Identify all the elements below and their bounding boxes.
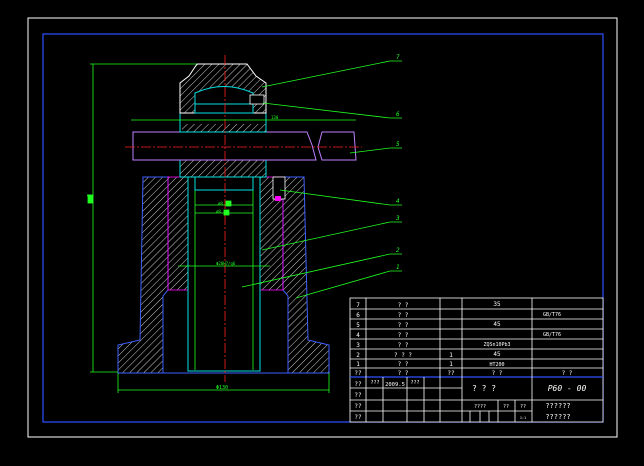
svg-text:1: 1 [449, 361, 453, 368]
svg-text:? ?: ? ? [398, 342, 409, 349]
svg-text:5: 5 [356, 322, 360, 329]
school-name-2: ?????? [545, 413, 570, 421]
parts-row-5: 5 ? ? 45 [356, 321, 501, 329]
svg-text:45: 45 [493, 321, 501, 328]
stage-label: ???? [474, 404, 486, 410]
parts-row-7: 7 ? ? 35 [356, 301, 501, 309]
leader-label-2: 2 [396, 247, 400, 254]
svg-text:4: 4 [356, 332, 360, 339]
title-block [349, 297, 604, 423]
svg-text:GB/T76: GB/T76 [543, 312, 561, 318]
svg-text:? ?: ? ? [398, 302, 409, 309]
dim-bore-label: Φ20H7/g6 [216, 261, 236, 266]
svg-text:1: 1 [449, 352, 453, 359]
dim-height-label: ø8 [87, 194, 93, 200]
screw-shaft [179, 159, 267, 372]
drawing-title: ? ? ? [472, 384, 496, 393]
drawing-number: P60 - 00 [548, 384, 587, 393]
svg-text:? ? ?: ? ? ? [394, 352, 412, 359]
bushing [167, 176, 284, 291]
scale-value: 1:1 [520, 416, 526, 420]
parts-row-2: 2 ? ? ? 1 45 [356, 351, 501, 359]
scale-label: ?? [520, 404, 526, 410]
school-name-1: ?????? [545, 402, 570, 410]
svg-text:??: ?? [447, 370, 455, 377]
leader-label-3: 3 [395, 215, 400, 222]
lower-cell-r1c2: ??? [370, 380, 379, 386]
lower-cell-r2c1: ?? [354, 392, 362, 399]
svg-text:??: ?? [354, 370, 362, 377]
leader-label-7: 7 [396, 54, 400, 61]
dim-bar-label: 130 [271, 115, 279, 120]
svg-text:6: 6 [356, 312, 360, 319]
svg-text:? ?: ? ? [398, 361, 409, 368]
parts-row-1: 1 ? ? 1 HT200 [356, 361, 504, 368]
set-screw [272, 176, 286, 201]
svg-text:7: 7 [356, 302, 360, 309]
leader-label-6: 6 [396, 111, 400, 118]
parts-header-row: ?? ? ? ?? ? ? ? ? [354, 370, 572, 377]
leader-label-1: 1 [396, 264, 400, 271]
lower-cell-r3c1: ?? [354, 403, 362, 410]
parts-row-4: 4 ? ? GB/T76 [356, 332, 561, 339]
svg-text:? ?: ? ? [492, 370, 503, 377]
lower-cell-date: 2009.5 [385, 382, 405, 388]
svg-text:? ?: ? ? [398, 322, 409, 329]
dim-inner-label-2: ø8 [216, 209, 221, 214]
lower-cell-r1c4: ??? [410, 380, 419, 386]
svg-text:HT200: HT200 [489, 362, 504, 368]
leader-label-4: 4 [396, 198, 400, 205]
svg-text:1: 1 [356, 361, 360, 368]
outer-frame [27, 17, 618, 438]
handle-bar [132, 112, 357, 161]
lower-cell-r4c1: ?? [354, 414, 362, 421]
parts-row-6: 6 ? ? GB/T76 [356, 312, 561, 319]
dimensions [87, 63, 356, 393]
svg-text:? ?: ? ? [562, 370, 573, 377]
svg-text:35: 35 [493, 301, 501, 308]
svg-text:2: 2 [356, 352, 360, 359]
leader-label-5: 5 [396, 141, 400, 148]
leader-lines [241, 60, 402, 299]
svg-text:? ?: ? ? [398, 312, 409, 319]
lower-cell-r1c1: ?? [354, 381, 362, 388]
svg-text:ZQSn10Pb3: ZQSn10Pb3 [483, 342, 510, 348]
svg-text:45: 45 [493, 351, 501, 358]
svg-text:? ?: ? ? [398, 332, 409, 339]
svg-text:GB/T76: GB/T76 [543, 332, 561, 338]
dim-inner-label-1: ø8 [218, 201, 223, 206]
cap [179, 63, 267, 114]
drawing-border [42, 33, 604, 423]
svg-text:3: 3 [356, 342, 360, 349]
dim-width-label: Φ130 [216, 385, 228, 391]
svg-text:? ?: ? ? [398, 370, 409, 377]
weight-label: ?? [503, 404, 509, 410]
parts-row-3: 3 ? ? ZQSn10Pb3 [356, 342, 510, 349]
